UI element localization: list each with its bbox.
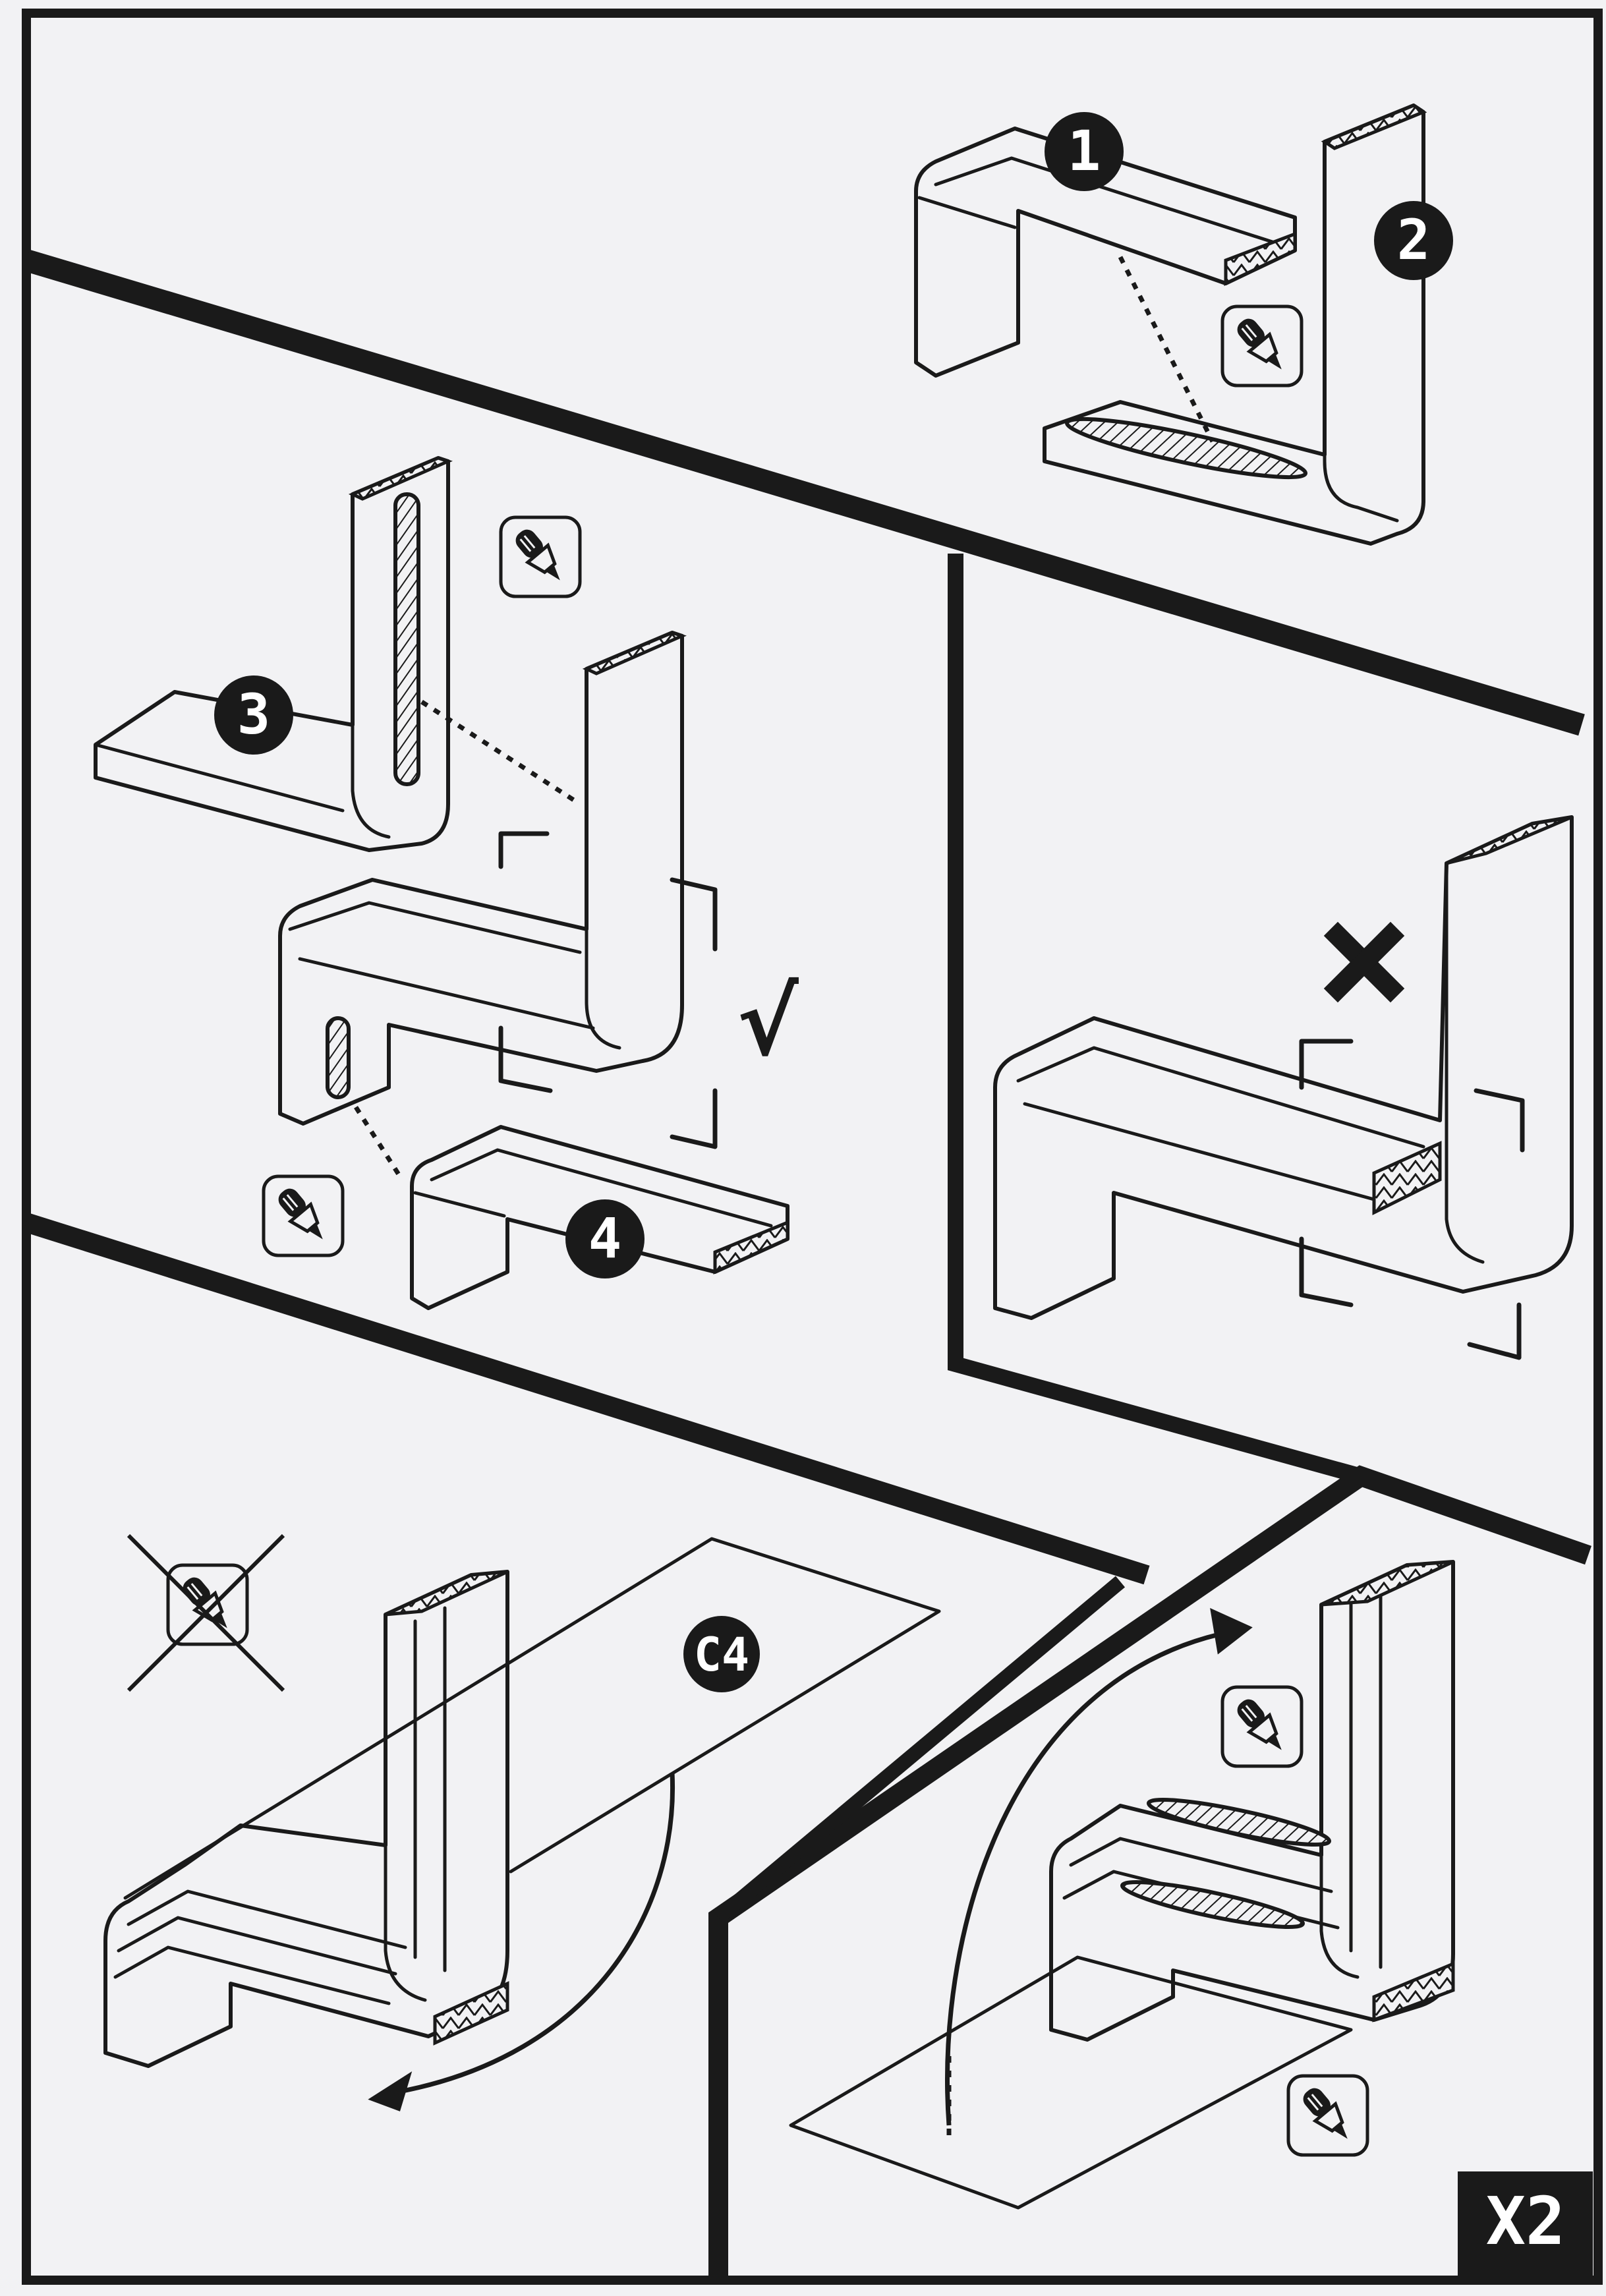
- glue-tube-icon: [1222, 1687, 1302, 1766]
- glue-tube-icon: [264, 1176, 343, 1255]
- glue-tube-icon: [501, 517, 580, 596]
- check-mark-icon: √: [737, 969, 799, 1077]
- svg-text:C4: C4: [694, 1628, 749, 1682]
- panel-frames: [22, 9, 1603, 2285]
- focus-bracket: [498, 831, 718, 1149]
- step-1-badge: 1: [1045, 112, 1124, 191]
- svg-text:1: 1: [1068, 119, 1101, 183]
- focus-bracket: [1299, 1039, 1525, 1360]
- panel-sheet-wrap: [789, 1560, 1455, 2210]
- glue-tube-icon: [1288, 2076, 1367, 2155]
- svg-text:3: 3: [237, 682, 271, 747]
- sheet-label-badge: C4: [683, 1616, 760, 1692]
- no-glue-icon: [127, 1534, 285, 1692]
- cross-mark-icon: [1323, 921, 1405, 1003]
- panel-step-3-4: 3 √ 4: [94, 456, 799, 1310]
- step-3-badge: 3: [214, 675, 293, 755]
- svg-text:4: 4: [588, 1206, 622, 1271]
- step-4-badge: 4: [565, 1199, 645, 1278]
- panel-step-1-2: 1 2: [914, 103, 1453, 546]
- panel-wrong-assembly: [993, 815, 1574, 1360]
- step-2-badge: 2: [1374, 201, 1453, 280]
- multiplier-label: X2: [1486, 2183, 1565, 2260]
- glue-tube-icon: [1222, 306, 1302, 386]
- panel-sheet-attach: C4: [103, 1534, 941, 2111]
- svg-text:2: 2: [1397, 208, 1431, 272]
